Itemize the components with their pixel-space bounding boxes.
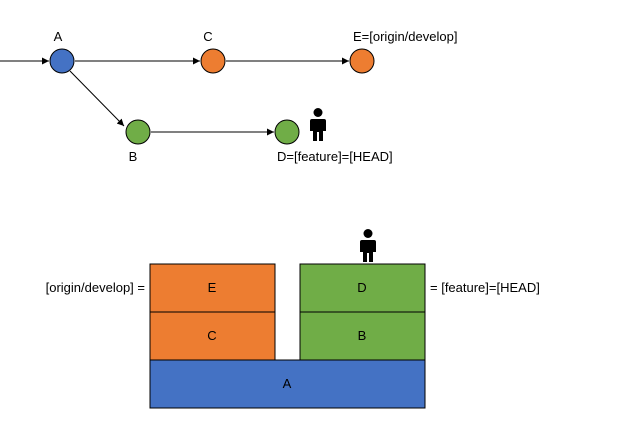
node-a-label: A bbox=[54, 29, 63, 44]
person-icon bbox=[360, 229, 376, 262]
stack-block-e: E bbox=[149, 263, 276, 313]
feature-head-annotation: = [feature]=[HEAD] bbox=[430, 280, 540, 295]
commit-graph: A B C D=[feature]=[HEAD] E=[origin/devel… bbox=[0, 29, 457, 164]
node-d-circle bbox=[274, 119, 300, 145]
node-b-label: B bbox=[129, 149, 138, 164]
branch-stack: E C D B A [origin/develop] = = [feature]… bbox=[46, 229, 540, 409]
node-c-circle bbox=[200, 48, 226, 74]
block-d-label: D bbox=[357, 280, 366, 295]
block-b-label: B bbox=[358, 328, 367, 343]
edge-a-b bbox=[69, 70, 125, 127]
block-a-label: A bbox=[283, 376, 292, 391]
commit-node-d: D=[feature]=[HEAD] bbox=[274, 119, 393, 164]
person-icon bbox=[310, 108, 326, 141]
node-e-label: E=[origin/develop] bbox=[353, 29, 457, 44]
commit-node-c: C bbox=[200, 29, 226, 74]
node-e-circle bbox=[349, 48, 375, 74]
stack-block-b: B bbox=[299, 311, 426, 361]
node-b-circle bbox=[125, 119, 151, 145]
origin-develop-annotation: [origin/develop] = bbox=[46, 280, 145, 295]
commit-node-e: E=[origin/develop] bbox=[349, 29, 457, 74]
graph-edges bbox=[0, 57, 349, 136]
stack-block-a: A bbox=[149, 359, 426, 409]
node-c-label: C bbox=[203, 29, 212, 44]
block-e-label: E bbox=[208, 280, 217, 295]
block-c-label: C bbox=[207, 328, 216, 343]
stack-block-d: D bbox=[299, 263, 426, 313]
node-a-circle bbox=[49, 48, 75, 74]
commit-node-b: B bbox=[125, 119, 151, 164]
commit-node-a: A bbox=[49, 29, 75, 74]
node-d-label: D=[feature]=[HEAD] bbox=[277, 149, 393, 164]
stack-block-c: C bbox=[149, 311, 276, 361]
